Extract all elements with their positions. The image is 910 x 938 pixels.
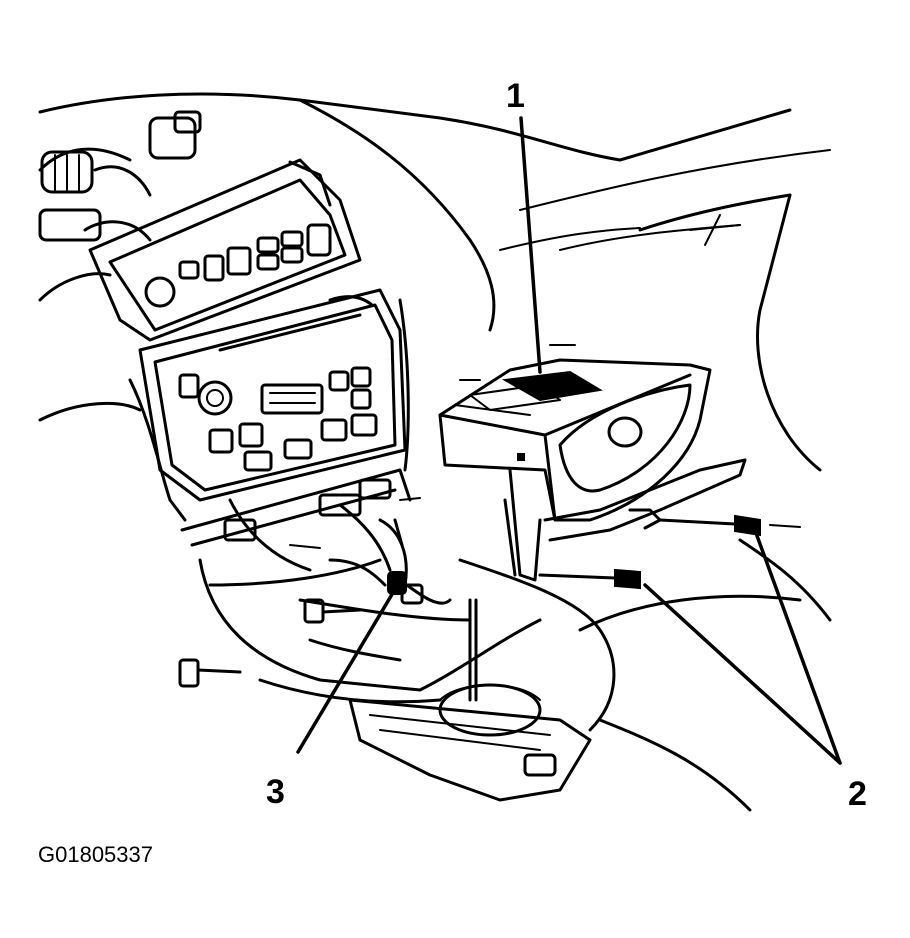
callout-3: 3 [266,773,285,811]
storage-bin-assembly [438,358,747,582]
leader-line-3 [296,584,399,754]
center-stack-bezel [83,220,412,547]
hvac-control-panel [88,158,362,342]
floor-console [178,498,832,812]
left-air-vent [38,110,202,242]
leader-lines [296,116,842,765]
callout-2: 2 [848,775,867,813]
radio-unit [138,288,407,502]
leader-line-2b [754,531,842,765]
figure-id: G01805337 [38,842,153,867]
callout-1: 1 [506,77,525,115]
reference-lines [289,344,801,549]
fasteners [538,514,761,590]
instrument-panel-outline [38,92,831,472]
leader-line-1 [519,116,542,374]
wiring-harness [328,503,452,605]
leader-line-2a [643,583,842,765]
